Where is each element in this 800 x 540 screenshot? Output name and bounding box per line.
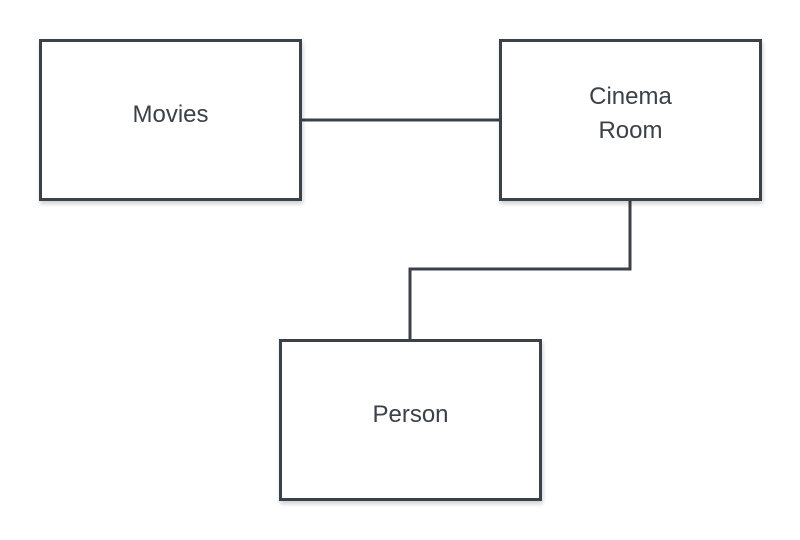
node-movies-label: Movies (132, 101, 209, 128)
node-movies[interactable]: Movies (39, 39, 302, 201)
node-cinema-room-label: Cinema Room (589, 83, 672, 144)
edge-cinema-person (408, 201, 632, 339)
node-person[interactable]: Person (279, 339, 542, 501)
node-person-label: Person (372, 401, 449, 428)
node-cinema-room[interactable]: Cinema Room (499, 39, 762, 201)
